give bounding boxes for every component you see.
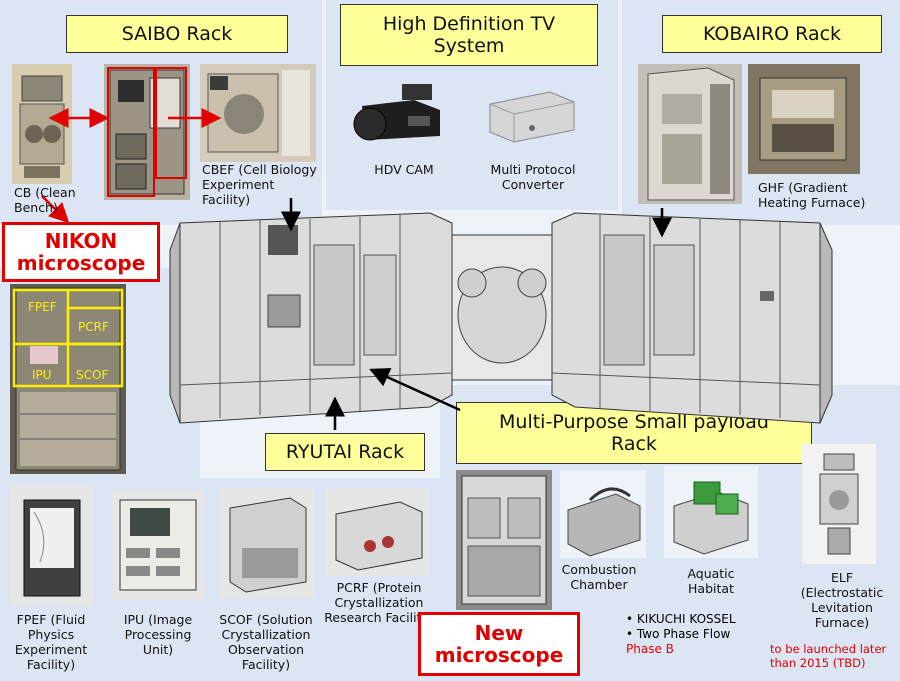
hdv-cam-caption: HDV CAM [374,162,434,177]
ipu-photo [112,490,204,600]
ryutai-label-scof: SCOF [76,368,109,382]
saibo-red-arrows [41,108,222,224]
ryutai-label-ipu: IPU [32,368,52,382]
nikon-microscope-callout: NIKON microscope [2,222,160,282]
ryutai-rack-title: RYUTAI Rack [265,433,425,471]
kobairo-rack-photo [638,64,742,204]
ryutai-rack-photo [10,284,126,474]
scof-caption: SCOF (Solution Crystallization Observati… [219,612,313,672]
kobairo-rack-title: KOBAIRO Rack [662,15,882,53]
ipu-caption: IPU (Image Processing Unit) [123,612,193,657]
ryutai-label-pcrf: PCRF [78,320,109,334]
elf-photo [802,444,876,564]
bullet-text: KIKUCHI KOSSEL [636,612,736,626]
pcrf-caption: PCRF (Protein Crystallization Research F… [324,580,434,625]
aquatic-habitat-caption: Aquatic Habitat [687,566,735,596]
combustion-chamber-photo [560,470,646,558]
cb-caption: CB (Clean Bench) [14,185,76,215]
hdv-cam-photo [344,66,460,156]
combustion-chamber-caption: Combustion Chamber [561,562,637,592]
scof-photo [220,488,314,598]
bullet-item: • KIKUCHI KOSSEL [626,612,736,627]
bullet-item: • Two Phase Flow [626,627,736,642]
multi-protocol-converter-photo [476,72,584,156]
phase-b-note: Phase B [626,642,674,656]
ryutai-label-fpef: FPEF [28,300,57,314]
saibo-rack-title: SAIBO Rack [66,15,288,53]
bullet-dot: • [626,612,637,626]
bullet-list: • KIKUCHI KOSSEL • Two Phase Flow Phase … [626,612,736,657]
pcrf-photo [326,488,430,576]
bullet-dot: • [626,627,637,641]
cbef-caption: CBEF (Cell Biology Experiment Facility) [202,162,317,207]
elf-caption: ELF (Electrostatic Levitation Furnace) [800,570,884,630]
hdtv-title: High Definition TV System [340,4,598,66]
launch-note: to be launched later than 2015 (TBD) [770,642,887,670]
new-microscope-callout: New microscope [418,612,580,676]
mpsr-rack-photo [456,470,552,610]
mpc-caption: Multi Protocol Converter [490,162,576,192]
ghf-photo [748,64,860,174]
fpef-photo [10,486,94,606]
fpef-caption: FPEF (Fluid Physics Experiment Facility) [14,612,88,672]
saibo-rack-photo [104,64,190,200]
bullet-text: Two Phase Flow [636,627,731,641]
aquatic-habitat-photo [664,466,758,558]
ghf-caption: GHF (Gradient Heating Furnace) [758,180,866,210]
